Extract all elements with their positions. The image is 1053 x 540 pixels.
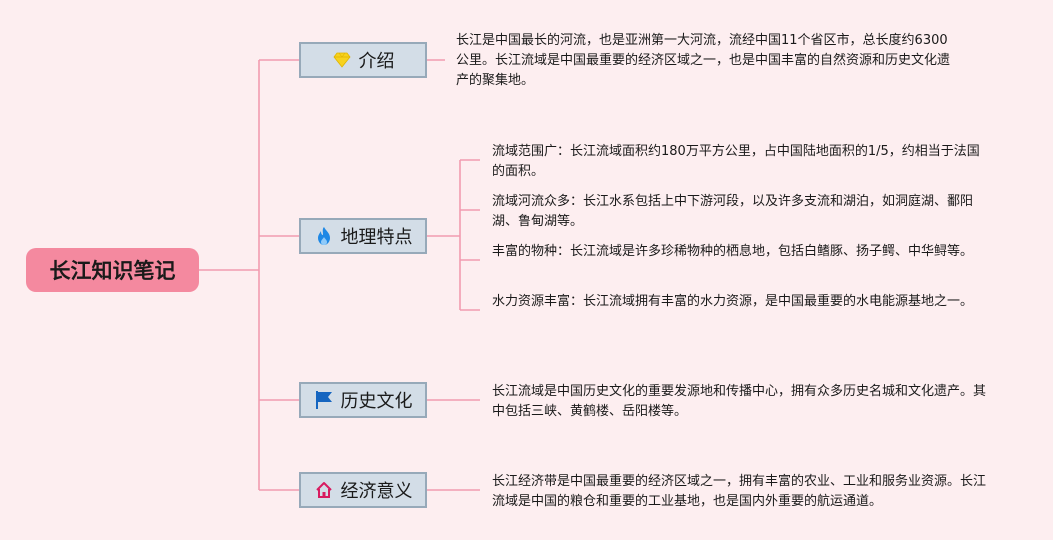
flag-icon	[314, 390, 334, 410]
note-history: 长江流域是中国历史文化的重要发源地和传播中心，拥有众多历史名城和文化遗产。其中包…	[492, 382, 992, 422]
topic-label: 经济意义	[340, 481, 413, 502]
note-geo-4: 水力资源丰富：长江流域拥有丰富的水力资源，是中国最重要的水电能源基地之一。	[492, 292, 992, 312]
note-economy: 长江经济带是中国最重要的经济区域之一，拥有丰富的农业、工业和服务业资源。长江流域…	[492, 472, 992, 512]
home-icon	[314, 480, 334, 500]
note-geo-2: 流域河流众多：长江水系包括上中下游河段，以及许多支流和湖泊，如洞庭湖、鄱阳湖、鲁…	[492, 192, 992, 232]
topic-label: 地理特点	[340, 227, 413, 248]
note-text: 水力资源丰富：长江流域拥有丰富的水力资源，是中国最重要的水电能源基地之一。	[492, 294, 974, 309]
note-text: 流域范围广：长江流域面积约180万平方公里，占中国陆地面积的1/5，约相当于法国…	[492, 144, 980, 179]
note-intro: 长江是中国最长的河流，也是亚洲第一大河流，流经中国11个省区市，总长度约6300…	[456, 31, 956, 91]
note-text: 流域河流众多：长江水系包括上中下游河段，以及许多支流和湖泊，如洞庭湖、鄱阳湖、鲁…	[492, 194, 974, 229]
topic-intro[interactable]: 介绍	[299, 42, 427, 78]
note-geo-3: 丰富的物种：长江流域是许多珍稀物种的栖息地，包括白鳍豚、扬子鳄、中华鲟等。	[492, 242, 992, 262]
topic-geography[interactable]: 地理特点	[299, 218, 427, 254]
root-node[interactable]: 长江知识笔记	[26, 248, 199, 292]
topic-economy[interactable]: 经济意义	[299, 472, 427, 508]
note-text: 长江是中国最长的河流，也是亚洲第一大河流，流经中国11个省区市，总长度约6300…	[456, 33, 951, 88]
flame-icon	[314, 226, 334, 246]
note-text: 长江经济带是中国最重要的经济区域之一，拥有丰富的农业、工业和服务业资源。长江流域…	[492, 474, 987, 509]
note-text: 丰富的物种：长江流域是许多珍稀物种的栖息地，包括白鳍豚、扬子鳄、中华鲟等。	[492, 244, 974, 259]
topic-label: 历史文化	[340, 391, 413, 412]
topic-label: 介绍	[358, 51, 395, 72]
diamond-icon	[332, 50, 352, 70]
root-title: 长江知识笔记	[49, 259, 176, 283]
topic-history[interactable]: 历史文化	[299, 382, 427, 418]
note-text: 长江流域是中国历史文化的重要发源地和传播中心，拥有众多历史名城和文化遗产。其中包…	[492, 384, 987, 419]
note-geo-1: 流域范围广：长江流域面积约180万平方公里，占中国陆地面积的1/5，约相当于法国…	[492, 142, 992, 182]
